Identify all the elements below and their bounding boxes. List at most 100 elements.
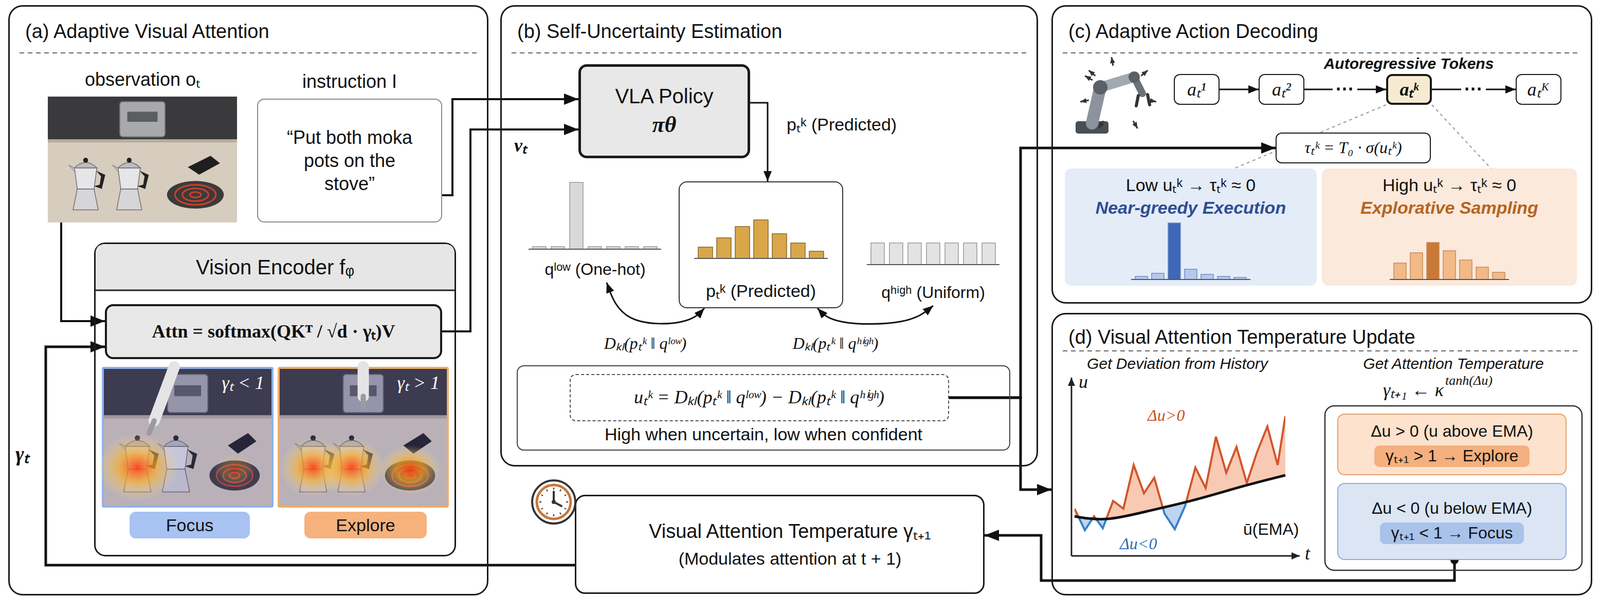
explore-pill: Explore [304,512,427,539]
probability-bar [1492,272,1505,280]
pot-spout [333,443,340,452]
scene-illustration [96,367,272,506]
attention-blob [318,438,385,498]
node-label: aₜ² [1271,78,1292,101]
scene-illustration [47,96,238,223]
counter-top [279,369,447,506]
probability-bar [1426,242,1440,280]
node-text: “Put both moka pots on the stove” [285,125,414,196]
stove-coil [223,468,247,483]
node-label: (d) Visual Attention Temperature Update [1068,325,1416,350]
node-label: Visual Attention Temperature γₜ₊₁ [648,520,932,544]
formula-box: Attn = softmax(QKᵀ / √d · γₜ)V [104,304,443,360]
token-box: aₜᴷ [1515,74,1562,105]
arrow-connector [750,102,768,182]
pot-lid [300,440,325,447]
free-label: Δu>0 [1147,406,1185,426]
free-label: Get Attention Temperature [1362,354,1544,373]
pot-handle [322,449,335,470]
pot-spout [68,165,76,173]
probability-bar [1459,260,1472,280]
moka-pot [112,157,150,210]
node-text: Near-greedy Execution [1095,197,1286,218]
pot-lid [117,162,141,169]
free-label: Autoregressive Tokens [1323,54,1495,73]
moka-pot [68,157,106,210]
image-panel: observation oₜ [47,96,238,223]
clock-tick [539,501,542,503]
free-label: γₜ₊₁ ← κ [1383,379,1444,402]
edge-label: Dₖₗ(pₜᵏ ‖ qʰⁱᵍʰ) [792,334,879,354]
clock-tick [559,513,561,515]
clock-hand [552,492,555,503]
back-wall [47,96,238,140]
pot-lid [339,440,364,447]
node-label: τₜᵏ = T₀ · σ(uₜᵏ) [1304,138,1402,158]
robot-arm [154,367,175,422]
panel: (b) Self-Uncertainty EstimationVLA Polic… [500,5,1039,467]
pot-base [162,469,190,493]
pot-top [300,446,325,470]
pot-handle [360,449,373,470]
pot-spout [295,443,302,452]
pot-base [337,469,366,493]
node-label: uₜᵏ = Dₖₗ(pₜᵏ ‖ qˡᵒʷ) − Dₖₗ(pₜᵏ ‖ qʰⁱᵍʰ) [633,386,885,409]
probability-bar [753,220,769,259]
robot-gripper [360,396,367,408]
bar-chart [1131,223,1251,280]
pot-handle [146,449,159,470]
back-wall [279,369,447,416]
rule-box: Δu < 0 (u below EMA)γₜ₊₁ < 1 → Focus [1337,483,1567,561]
pot-handle [185,449,198,470]
token-box: aₜ¹ [1173,74,1220,105]
node-label: (b) Self-Uncertainty Estimation [517,20,783,44]
motion-arrow [1133,120,1138,129]
probability-bar [588,246,602,250]
appliance-slot [174,385,202,397]
node-label: aₜᴷ [1527,78,1551,101]
clock-rim [536,485,571,520]
node-label: observation oₜ [27,68,258,91]
motion-arrow [1140,70,1148,77]
stove-coil [391,464,428,487]
probability-bar [1151,273,1165,280]
rule-box: Δu > 0 (u above EMA)γₜ₊₁ > 1 → Explore [1337,413,1567,476]
clock-tick [541,508,543,510]
node-text: Explorative Sampling [1360,197,1539,218]
clock-tick [564,508,567,510]
pot-knob [310,435,316,441]
stove-plate [385,460,436,492]
bar-chart [866,243,1000,265]
pot-handle [137,170,150,189]
edge-label: ··· [1332,78,1358,101]
probability-bar [532,246,547,250]
pot-knob [134,435,140,441]
node-label: pₜᵏ (Predicted) [705,280,816,302]
clock-icon [532,480,576,524]
arrow-connector [442,99,579,196]
token-box: aₜ² [1258,74,1305,105]
node-label: Attn = softmax(QKᵀ / √d · γₜ)V [152,320,396,343]
stove-coil [174,185,216,206]
edge-label: ··· [1461,78,1486,101]
clock-center [551,500,556,505]
probability-bar [809,251,824,259]
attention-blob [280,438,347,498]
node-label: (c) Adaptive Action Decoding [1068,20,1319,44]
pot-knob [173,435,179,441]
attention-tint [103,369,272,506]
probability-bar [551,246,565,250]
probability-bar [1201,274,1214,280]
probability-bar [735,226,750,259]
title-divider [1062,350,1581,352]
header-illustration [94,242,457,552]
uncertainty-chart [1071,359,1583,571]
node-label: aₜ¹ [1187,78,1207,101]
node-text: (Modulates attention at t + 1) [678,548,902,570]
arrow-connector [45,347,575,566]
pot-knob [349,435,355,441]
deviation-fill-negative [1074,359,1286,531]
robot-joint [1093,80,1108,95]
scene-illustration [279,367,447,506]
bar-baseline [694,258,828,260]
